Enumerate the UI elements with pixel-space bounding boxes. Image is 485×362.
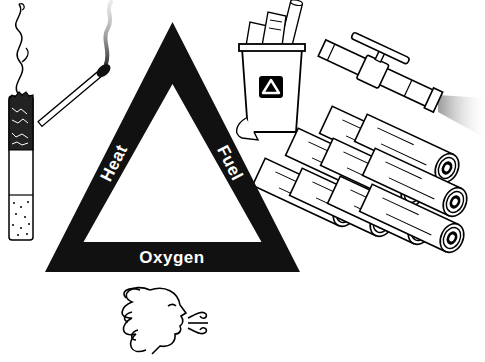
firewood-drawing-part bbox=[360, 184, 469, 256]
wind-face-drawing-part bbox=[122, 288, 150, 352]
gas-valve-drawing-part bbox=[317, 23, 450, 114]
wind-face-drawing-part bbox=[188, 312, 206, 318]
wind-face-drawing bbox=[122, 288, 208, 354]
recycling-bin-drawing-part bbox=[239, 44, 305, 51]
match-drawing-part-part bbox=[94, 62, 113, 80]
cigarette-drawing-part-part bbox=[12, 224, 14, 226]
cigarette-drawing-part-part bbox=[20, 206, 22, 208]
cigarette-drawing-part bbox=[9, 92, 33, 150]
cigarette-drawing-part-part bbox=[20, 227, 22, 229]
recycling-bin-drawing-part bbox=[237, 118, 258, 140]
cigarette-drawing-part-part bbox=[13, 202, 15, 204]
cigarette-drawing-part bbox=[22, 48, 28, 62]
cigarette-drawing-part bbox=[16, 4, 23, 96]
cigarette-drawing-part-part bbox=[17, 234, 19, 236]
recycling-bin-drawing-part bbox=[262, 12, 286, 46]
wind-face-drawing-part bbox=[188, 328, 206, 334]
wind-face-drawing-part bbox=[132, 330, 138, 340]
cigarette-drawing-part-part bbox=[26, 233, 28, 235]
cigarette-drawing-part-part bbox=[28, 223, 30, 225]
recycling-bin-drawing bbox=[237, 0, 305, 140]
firewood-drawing bbox=[253, 106, 472, 256]
cigarette-drawing-part-part bbox=[15, 213, 17, 215]
gas-valve-drawing-part-part bbox=[356, 55, 389, 89]
wind-face-drawing-part bbox=[150, 288, 186, 354]
cigarette-drawing-part bbox=[12, 108, 28, 145]
recycling-bin-drawing-part-part bbox=[290, 0, 303, 7]
wind-face-drawing-part bbox=[168, 305, 176, 307]
wind-face-drawing-part bbox=[124, 289, 140, 298]
recycling-bin-drawing-part bbox=[242, 48, 302, 132]
gas-valve-drawing-part-part bbox=[424, 88, 442, 112]
recycling-bin-drawing-part bbox=[259, 76, 283, 98]
cigarette-drawing bbox=[9, 4, 33, 240]
gas-valve-drawing-part-part bbox=[327, 44, 412, 96]
wind-face-drawing-part bbox=[188, 322, 208, 324]
triangle-band bbox=[45, 22, 300, 272]
gas-valve-drawing-part bbox=[438, 95, 485, 138]
fire-triangle: HeatFuelOxygen bbox=[45, 22, 300, 272]
cigarette-drawing-part-part bbox=[27, 201, 29, 203]
cigarette-drawing-part bbox=[19, 4, 24, 10]
match-drawing-part bbox=[37, 62, 113, 128]
match-drawing-part-part bbox=[38, 70, 103, 126]
match-drawing bbox=[37, 2, 113, 128]
cigarette-drawing-part bbox=[9, 194, 33, 195]
cigarette-drawing-part bbox=[12, 201, 30, 236]
node-outline bbox=[45, 22, 300, 272]
wind-face-drawing-part bbox=[125, 312, 132, 322]
cigarette-drawing-part-part bbox=[24, 216, 26, 218]
recycling-bin-drawing-part bbox=[263, 80, 279, 93]
side-label: Oxygen bbox=[139, 249, 204, 266]
recycling-bin-drawing-part bbox=[269, 20, 282, 30]
match-drawing-part bbox=[105, 2, 111, 64]
gas-valve-drawing-part-part bbox=[351, 32, 410, 65]
